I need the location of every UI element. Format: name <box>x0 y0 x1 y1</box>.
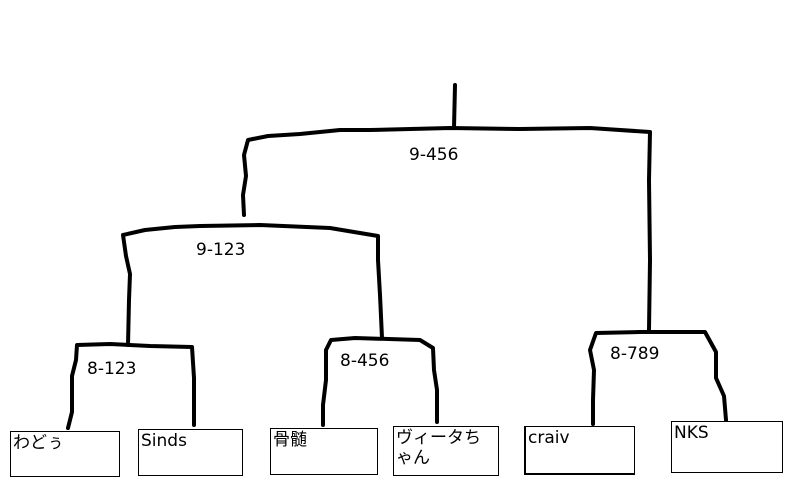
quarter-1-connector <box>66 342 196 430</box>
player-box-1: わどぅ <box>10 431 120 477</box>
match-label-quarter-2: 8-456 <box>340 351 390 371</box>
semifinal-left-connector <box>121 223 384 347</box>
final-connector <box>241 126 652 332</box>
player-box-2: Sinds <box>138 429 243 476</box>
player-box-4: ヴィータちゃん <box>393 426 499 476</box>
root-stem <box>452 83 457 130</box>
match-label-semifinal-left: 9-123 <box>196 240 246 260</box>
quarter-3-connector <box>588 330 728 426</box>
player-box-3: 骨髄 <box>270 428 378 475</box>
match-label-quarter-3: 8-789 <box>610 344 660 364</box>
player-box-5: craiv <box>524 426 635 475</box>
match-label-quarter-1: 8-123 <box>87 359 137 379</box>
player-box-6: NKS <box>671 421 783 473</box>
quarter-2-connector <box>321 336 439 427</box>
match-label-final: 9-456 <box>409 145 459 165</box>
